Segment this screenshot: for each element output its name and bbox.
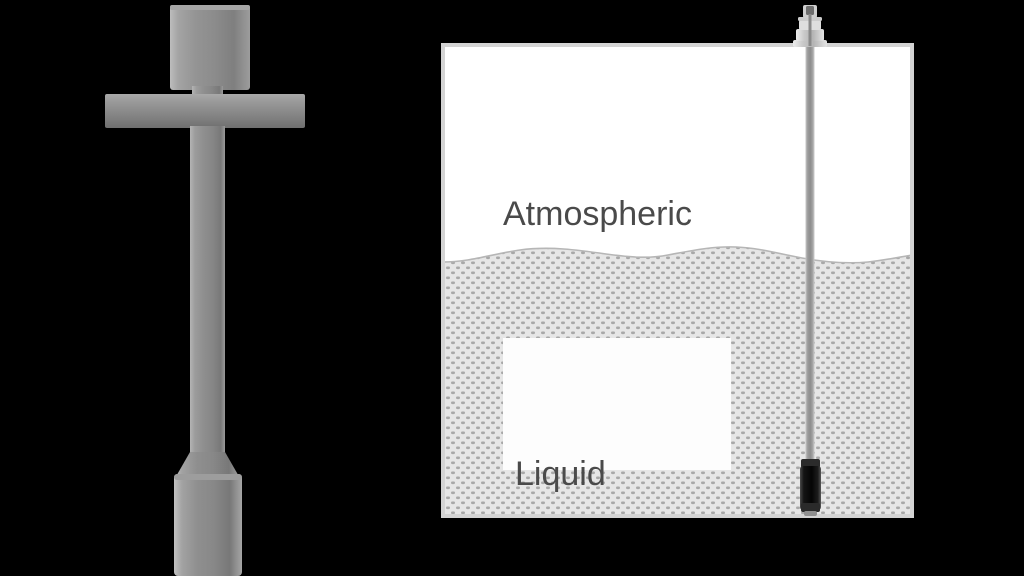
submersible-probe [800,459,821,516]
transmitter-head-toprim [170,5,250,10]
cable-vent-fitting [793,5,827,47]
liquid-pressure-label-box [503,338,731,470]
probe-top-collar [801,459,820,468]
transmitter-probe-body [174,474,242,576]
transmitter-stem [190,126,225,456]
transmitter-head [170,5,250,90]
atmospheric-pressure-line1: Atmospheric [503,195,692,233]
transmitter-flange [105,94,305,128]
probe-body [800,466,821,510]
liquid-pressure-line1: Liquid [515,455,606,493]
liquid-surface-line [443,246,912,264]
vent-cap-bore [806,6,814,15]
pressure-transmitter-device [105,5,305,576]
transmitter-shoulder [174,452,241,480]
sensor-assembly-group [793,5,827,516]
vented-cable [805,26,815,466]
liquid-pressure-label: Liquid pressure [515,354,647,576]
tank-outline [441,43,914,518]
probe-bottom-collar [801,503,820,512]
probe-tip [804,511,817,516]
transmitter-probe-rim [174,474,242,480]
